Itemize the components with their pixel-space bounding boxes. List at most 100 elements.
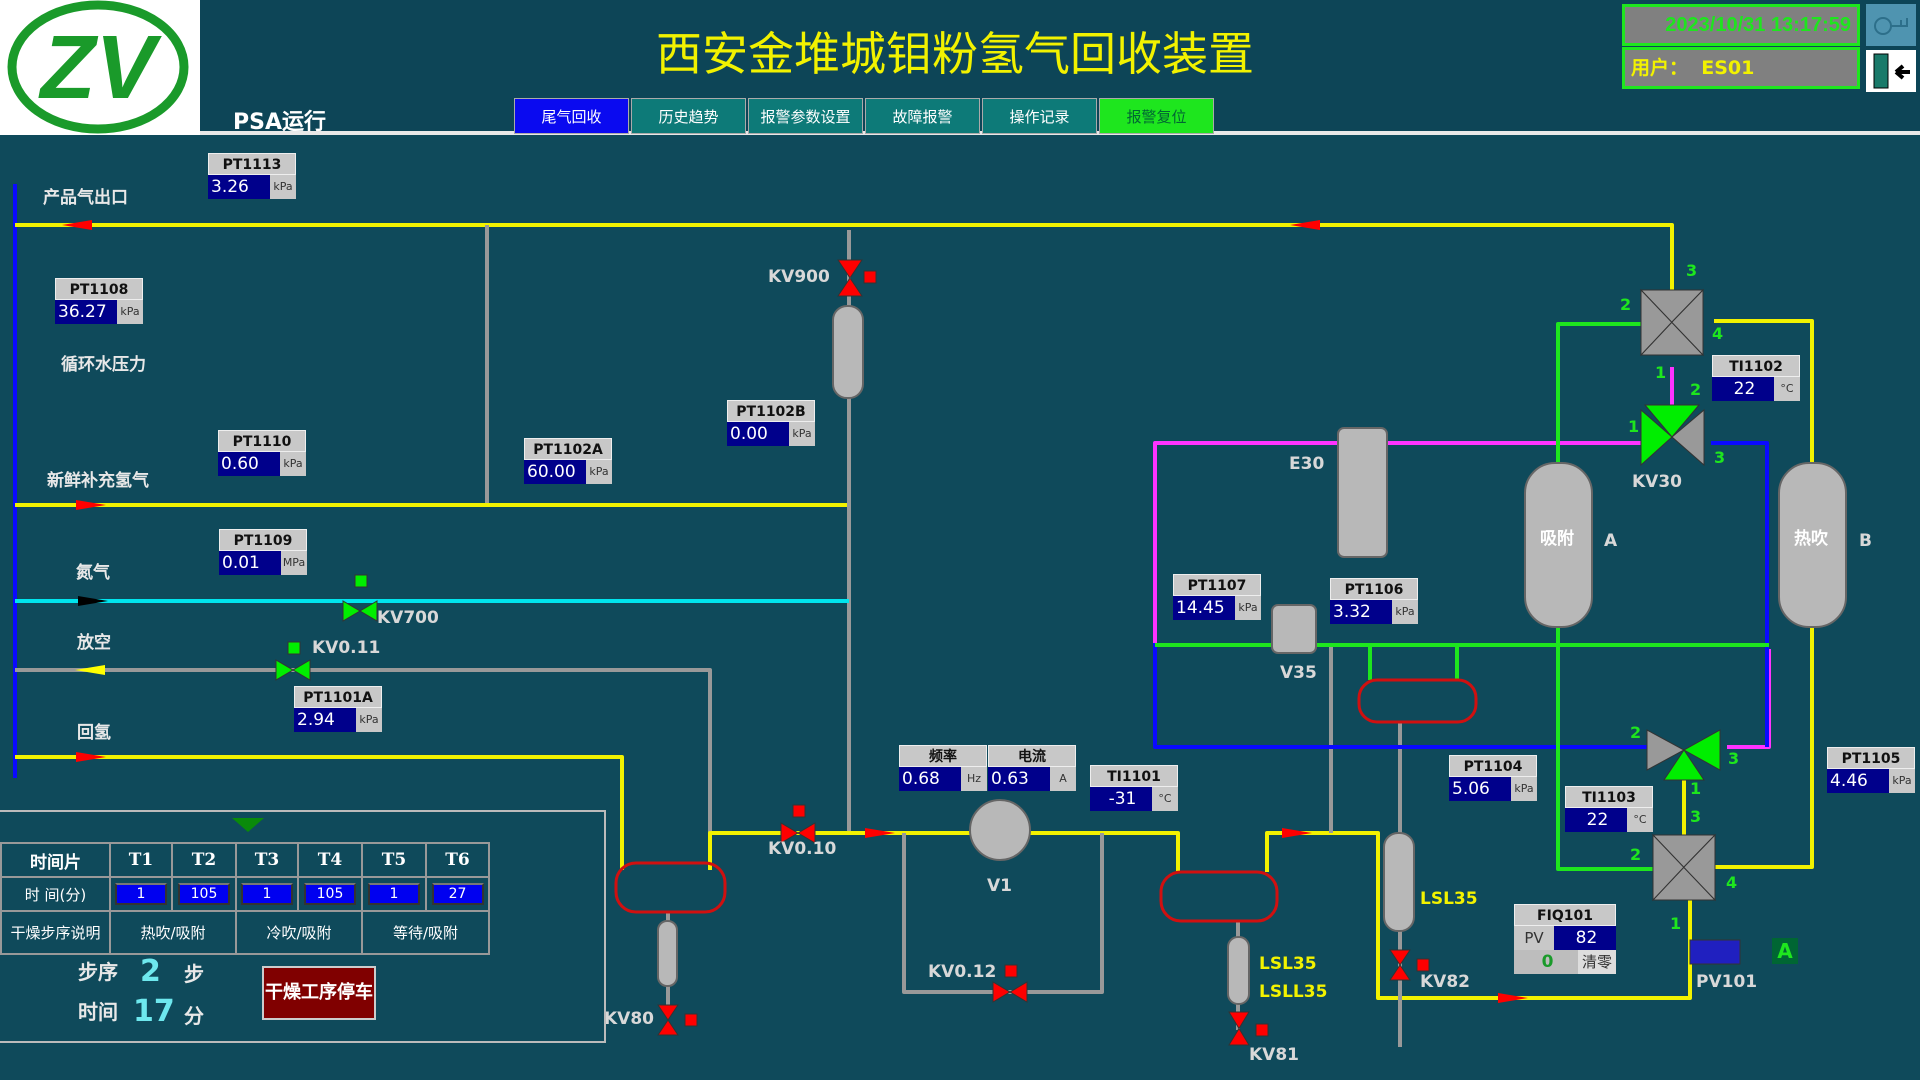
table-header: T3 — [235, 842, 299, 878]
company-logo: ZV — [0, 0, 200, 135]
adsorb-pipe — [1155, 322, 1769, 871]
adsorber-a-state: 吸附 — [1540, 529, 1574, 549]
row-label: 时 间(分) — [0, 876, 111, 912]
port-number: 2 — [1630, 845, 1642, 864]
line-label-product: 产品气出口 — [43, 188, 128, 208]
step-pointer-icon — [232, 818, 264, 832]
lsl35-separator-label: LSL35 — [1259, 954, 1317, 974]
kv010-label: KV0.10 — [768, 839, 837, 859]
return-pipe — [15, 755, 624, 870]
tab-alarm-settings[interactable]: 报警参数设置 — [748, 98, 863, 134]
t2-time-input[interactable]: 105 — [178, 883, 230, 905]
user-label: 用户： — [1631, 57, 1689, 79]
elapsed-time: 17 — [133, 994, 175, 1029]
kv80-vessel — [657, 920, 678, 987]
kv80-label: KV80 — [604, 1009, 654, 1029]
port-number: 2 — [1690, 380, 1702, 399]
kv82-valve — [1389, 949, 1411, 981]
line-label-vent: 放空 — [77, 633, 111, 653]
row-label: 干燥步序说明 — [0, 910, 111, 955]
exit-door-icon[interactable] — [1866, 50, 1916, 92]
vent-pipe — [15, 668, 712, 833]
user-name: ES01 — [1701, 57, 1755, 79]
t5-time-input[interactable]: 1 — [368, 883, 420, 905]
drying-stop-button[interactable]: 干燥工序停车 — [262, 966, 376, 1020]
port-number: 3 — [1714, 448, 1726, 467]
adsorber-b-state: 热吹 — [1794, 529, 1828, 549]
drying-sequence-panel — [0, 810, 606, 1043]
kv82-label: KV82 — [1420, 972, 1470, 992]
t1-time-input[interactable]: 1 — [115, 883, 167, 905]
current-step: 2 — [140, 954, 161, 989]
table-header: T2 — [171, 842, 237, 878]
tab-history-trend[interactable]: 历史趋势 — [631, 98, 746, 134]
kv700-valve — [342, 600, 378, 622]
alarm-reset-button[interactable]: 报警复位 — [1099, 98, 1214, 134]
fiq101-total: 0 — [1514, 950, 1578, 974]
outlet-pipe — [1265, 831, 1692, 1000]
table-header: 时间片 — [0, 842, 111, 878]
tab-operation-log[interactable]: 操作记录 — [982, 98, 1097, 134]
line-label-cooling-water: 循环水压力 — [61, 355, 146, 375]
key-icon[interactable] — [1866, 4, 1916, 46]
valves — [275, 259, 1741, 1046]
kv012-label: KV0.12 — [928, 962, 997, 982]
port-number: 2 — [1630, 723, 1642, 742]
port-number: 4 — [1712, 324, 1724, 343]
kv012-valve — [992, 981, 1028, 1003]
kv900-valve — [837, 259, 863, 297]
pv101-mode-indicator: A — [1772, 938, 1798, 964]
table-header: T4 — [297, 842, 363, 878]
adsorber-a-label: A — [1604, 531, 1618, 551]
e30-heater — [1337, 427, 1388, 558]
heat-exchanger-3 — [1357, 678, 1478, 724]
step-description: 等待/吸附 — [361, 910, 490, 955]
kv30-valve — [1640, 408, 1673, 467]
kv900-label: KV900 — [768, 267, 830, 287]
port-number: 3 — [1686, 261, 1698, 280]
datetime-display: 2023/10/31 13:17:59 — [1622, 4, 1860, 46]
table-header: T6 — [425, 842, 490, 878]
tab-tail-gas-recovery[interactable]: 尾气回收 — [514, 98, 629, 134]
v1-blower — [969, 799, 1031, 861]
kv011-label: KV0.11 — [312, 638, 381, 658]
lsl35-label: LSL35 — [1420, 889, 1478, 909]
port-number: 1 — [1670, 914, 1682, 933]
heat-exchanger-1 — [614, 861, 727, 914]
step-description: 冷吹/吸附 — [235, 910, 363, 955]
table-header: T5 — [361, 842, 427, 878]
step-unit: 步 — [184, 962, 204, 986]
flow-arrows — [62, 220, 1528, 1003]
fiq101-reset-button[interactable]: 清零 — [1578, 950, 1616, 974]
line-label-fresh-h2: 新鲜补充氢气 — [47, 471, 149, 491]
heat-exchanger-2 — [1159, 870, 1279, 923]
ti1101-gauge: TI1101-31°C — [1090, 765, 1178, 811]
line-label-nitrogen: 氮气 — [76, 563, 110, 583]
product-pipe — [15, 223, 1674, 290]
tab-fault-alarm[interactable]: 故障报警 — [865, 98, 980, 134]
v35-blower — [1271, 604, 1317, 654]
t4-time-input[interactable]: 105 — [304, 883, 356, 905]
line-label-return: 回氢 — [77, 723, 111, 743]
t3-time-input[interactable]: 1 — [241, 883, 293, 905]
step-description: 热吹/吸附 — [109, 910, 237, 955]
lower-3way-valve — [1646, 729, 1686, 771]
kv011-valve — [275, 659, 311, 681]
v1-label: V1 — [987, 876, 1012, 896]
svg-text:ZV: ZV — [37, 18, 162, 118]
step-label: 步序 — [78, 960, 118, 984]
t6-time-input[interactable]: 27 — [431, 883, 484, 905]
